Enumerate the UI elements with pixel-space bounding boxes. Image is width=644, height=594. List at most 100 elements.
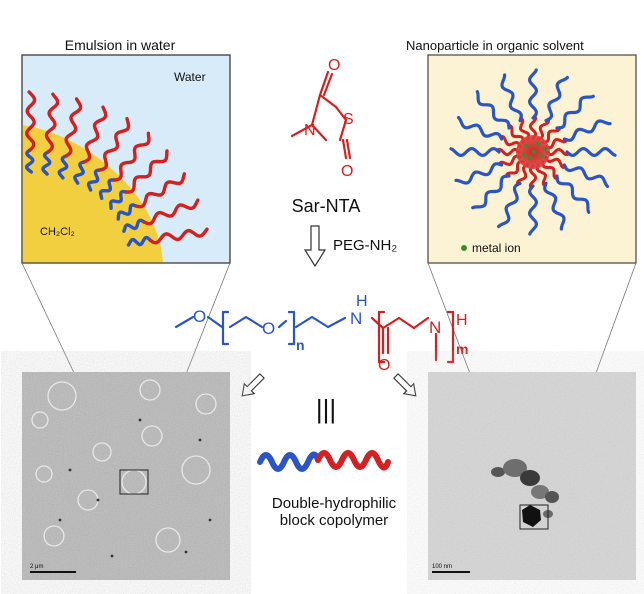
psar-arm	[544, 155, 568, 169]
peg-arm	[555, 94, 595, 130]
formula-atom-o3: O	[378, 357, 390, 374]
psar-chain	[64, 97, 83, 158]
peg-chain	[73, 160, 86, 185]
monomer-name: Sar-NTA	[292, 196, 361, 216]
speck	[110, 554, 114, 558]
metal-ion-dot	[521, 152, 527, 158]
polymer-formula	[174, 310, 455, 364]
peg-arm	[555, 174, 591, 214]
tem-micrograph: 100 nm	[428, 372, 636, 580]
copolymer-label-line2: block copolymer	[280, 512, 388, 529]
ring-atom-s: S	[343, 111, 354, 128]
speck	[208, 518, 212, 522]
peg-chain	[116, 203, 138, 221]
metal-ion-legend-dot	[461, 245, 467, 251]
zoom-box-right	[519, 504, 549, 530]
psar-arm	[516, 163, 530, 187]
peg-arm	[500, 73, 523, 123]
formula-atom-o1: O	[193, 307, 206, 326]
peg-chain	[41, 150, 52, 176]
psar-chain	[82, 105, 108, 164]
psar-chain	[148, 227, 209, 245]
vesicle	[141, 425, 163, 447]
metal-ion-dot	[539, 153, 545, 159]
reaction-arrow	[303, 225, 327, 268]
left-panel-title: Emulsion in water	[65, 37, 176, 53]
formula-sub-n: n	[296, 337, 305, 353]
peg-chain	[25, 148, 35, 174]
peg-arm	[562, 163, 610, 188]
metal-ion-dot	[527, 155, 533, 161]
peg-arm	[562, 119, 612, 142]
surfactant-chains	[25, 90, 209, 247]
speck	[58, 518, 62, 522]
speck	[198, 438, 202, 442]
peg-chain	[86, 168, 102, 192]
ring-atom-n: N	[304, 122, 316, 139]
psar-arm	[518, 116, 531, 141]
peg-arm	[471, 174, 511, 210]
formula-atom-o2: O	[262, 319, 275, 338]
vesicle	[139, 379, 161, 401]
peg-arm	[527, 184, 539, 236]
peg-chain	[126, 235, 152, 247]
vesicle	[35, 465, 53, 483]
sar-nta-structure	[290, 70, 352, 160]
metal-ion-dot	[542, 146, 548, 152]
zoom-box-left	[119, 469, 149, 495]
metal-ion-dot	[531, 149, 537, 155]
psar-arm	[505, 160, 525, 178]
peg-arm	[527, 68, 539, 120]
metal-ions	[521, 141, 548, 161]
psar-arm	[498, 135, 522, 149]
metal-ion-dot	[535, 141, 541, 147]
formula-atom-nh-h: H	[356, 293, 368, 310]
nanoparticle-panel	[427, 54, 637, 264]
metal-ion-dot	[523, 143, 529, 149]
speck	[68, 468, 72, 472]
psar-chain	[44, 92, 60, 154]
arrow-to-nanoparticle	[393, 373, 417, 397]
scale-label-left: 2 μm	[30, 564, 43, 570]
vesicle	[195, 393, 217, 415]
peg-chain	[122, 218, 146, 233]
psar-arm	[544, 137, 569, 150]
formula-atom-nh-n: N	[350, 309, 362, 328]
emulsion-panel	[21, 54, 231, 264]
psar-arm	[495, 147, 521, 157]
formula-atom-n2: N	[429, 318, 441, 337]
psar-arm	[541, 160, 559, 180]
solvent-label: CH₂Cl₂	[40, 226, 75, 238]
star-chains	[449, 68, 617, 236]
vesicle	[31, 411, 49, 429]
psar-arm	[536, 117, 550, 141]
particle-aggregate	[491, 459, 559, 527]
ring-atom-o-top: O	[328, 57, 340, 74]
peg-arm	[544, 75, 569, 123]
cryo-tem-micrograph: 2 μm	[22, 372, 230, 580]
peg-arm	[454, 162, 504, 185]
vesicle	[155, 527, 181, 553]
equivalence-symbol: |||	[316, 394, 336, 424]
formula-sub-m: m	[456, 341, 468, 357]
psar-arm	[545, 147, 571, 157]
peg-chain	[109, 189, 128, 210]
psar-chain	[142, 198, 200, 226]
psar-arm	[528, 164, 538, 190]
psar-chain	[112, 131, 151, 182]
speck	[184, 550, 188, 554]
peg-arm	[497, 181, 522, 229]
copolymer-label-line1: Double-hydrophilic	[272, 495, 397, 512]
formula-atom-h-end: H	[456, 312, 468, 329]
vesicle	[181, 455, 211, 485]
psar-arm	[535, 163, 548, 188]
peg-chain	[57, 154, 69, 180]
vesicle	[92, 442, 112, 462]
metal-ion-legend-label: metal ion	[472, 241, 521, 255]
psar-chain	[25, 90, 37, 152]
vesicle	[47, 381, 77, 411]
psar-chain	[124, 149, 169, 194]
peg-arm	[543, 181, 566, 231]
psar-arm	[497, 154, 522, 167]
